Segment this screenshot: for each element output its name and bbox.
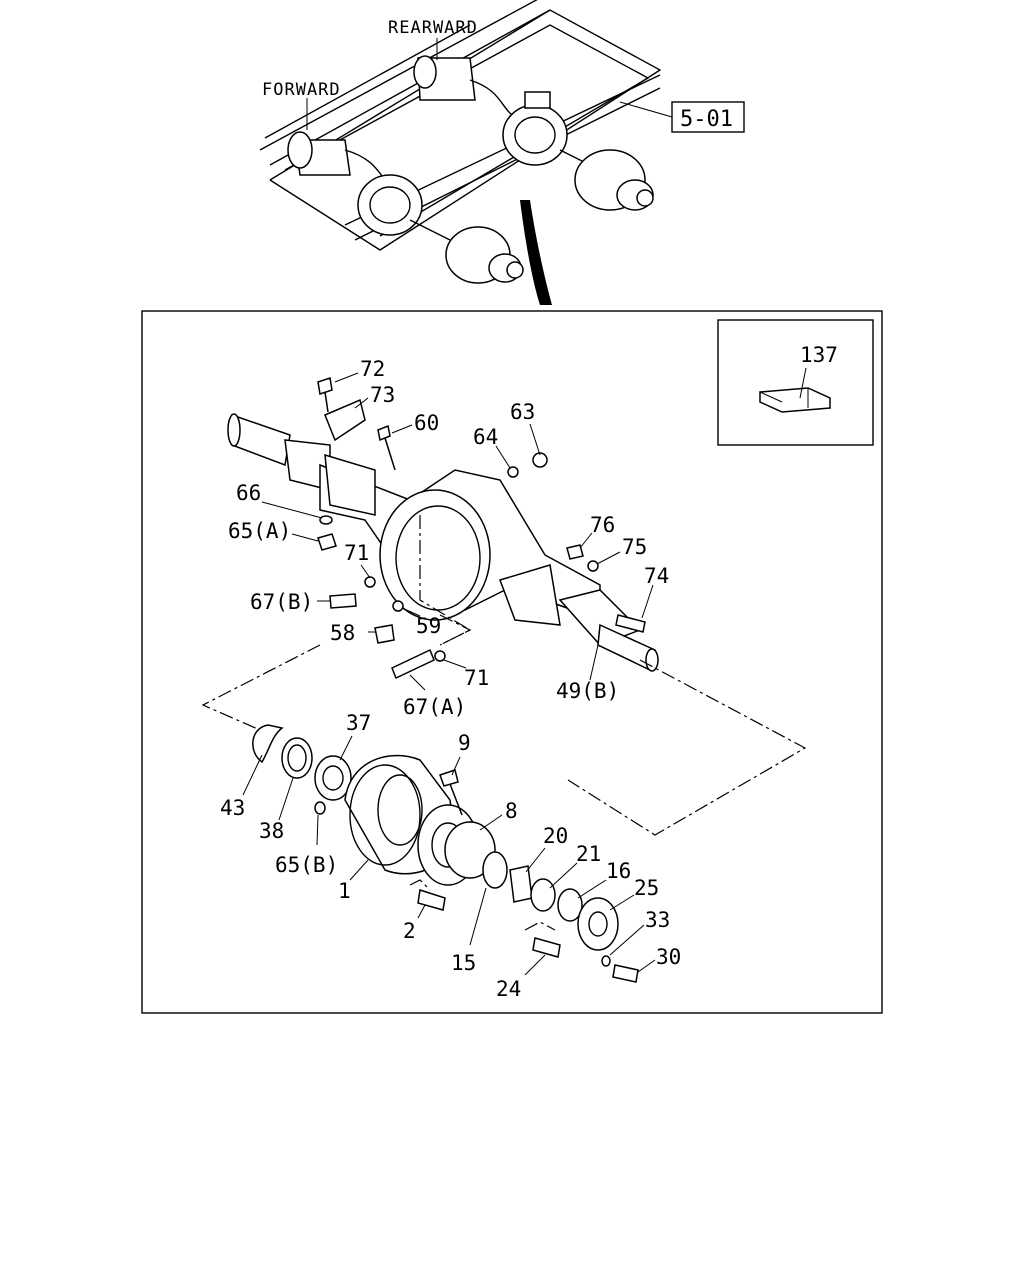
inset-part-number: 137	[800, 343, 838, 367]
bracket-part	[759, 387, 831, 413]
callout-73: 73	[370, 383, 395, 407]
axle-housing	[227, 413, 659, 672]
clip-75	[587, 560, 599, 572]
washer-66	[319, 515, 333, 525]
assembly-line-mid	[439, 614, 472, 646]
callout-72: 72	[360, 357, 385, 381]
snap-ring-43	[252, 724, 284, 764]
callout-71a: 71	[344, 541, 369, 565]
callout-24: 24	[496, 977, 521, 1001]
detail-frame	[141, 310, 883, 1014]
stud-9	[439, 769, 463, 816]
callout-1: 1	[338, 879, 351, 903]
callout-63: 63	[510, 400, 535, 424]
bolt-72	[317, 377, 333, 413]
cap-25	[577, 897, 619, 951]
plug-58	[374, 624, 395, 644]
callout-37: 37	[346, 711, 371, 735]
bearing-37	[314, 755, 352, 801]
detail-pointer	[520, 200, 552, 305]
bolt-67a	[391, 648, 435, 680]
callout-9: 9	[458, 731, 471, 755]
assembly-line-right	[567, 659, 807, 836]
callout-60: 60	[414, 411, 439, 435]
callout-30: 30	[656, 945, 681, 969]
washer-71a	[364, 576, 376, 588]
bolt-24	[532, 937, 561, 958]
bolt-30	[612, 964, 639, 983]
callout-65a: 65(A)	[228, 519, 291, 543]
bolt-74	[615, 614, 646, 633]
callout-58: 58	[330, 621, 355, 645]
washer-64	[507, 466, 519, 478]
callouts: 72 73 60 63 64 66 65(A) 71 76 75 74 67(B…	[220, 357, 681, 1001]
bracket-73	[324, 398, 366, 442]
callout-74: 74	[644, 564, 669, 588]
forward-axle	[287, 131, 524, 284]
callout-43: 43	[220, 796, 245, 820]
bearing-21	[530, 878, 556, 912]
reference-box	[671, 101, 745, 133]
nut-63	[532, 452, 548, 468]
callout-33: 33	[645, 908, 670, 932]
callout-15: 15	[451, 951, 476, 975]
seal-38	[281, 737, 313, 779]
nut-65a	[317, 533, 337, 551]
callout-67a: 67(A)	[403, 695, 466, 719]
callout-25: 25	[634, 876, 659, 900]
callout-8: 8	[505, 799, 518, 823]
callout-71b: 71	[464, 666, 489, 690]
washer-33	[601, 955, 611, 967]
callout-67b: 67(B)	[250, 590, 313, 614]
bolt-67b	[329, 593, 357, 609]
bolt-2	[417, 889, 446, 911]
callout-20: 20	[543, 824, 568, 848]
oring-59	[392, 600, 404, 612]
gasket-16	[557, 888, 583, 922]
callout-49b: 49(B)	[556, 679, 619, 703]
callout-59: 59	[416, 614, 441, 638]
hub-assembly	[252, 724, 639, 983]
nut-76	[566, 544, 584, 560]
rearward-label: REARWARD	[388, 18, 478, 38]
washer-65b	[314, 801, 326, 815]
callout-65b: 65(B)	[275, 853, 338, 877]
forward-label: FORWARD	[262, 80, 341, 100]
assembly-line-left	[201, 644, 321, 731]
callout-75: 75	[622, 535, 647, 559]
reference-code: 5-01	[680, 107, 733, 132]
rearward-axle	[413, 55, 654, 211]
chassis-overview: REARWARD FORWARD 5-01	[259, 0, 745, 305]
bearing-15	[482, 851, 508, 889]
callout-64: 64	[473, 425, 498, 449]
bolt-60	[377, 424, 396, 471]
callout-2: 2	[403, 919, 416, 943]
callout-21: 21	[576, 842, 601, 866]
callout-16: 16	[606, 859, 631, 883]
inset-box: 137	[717, 319, 874, 446]
plate-20	[509, 865, 533, 903]
callout-38: 38	[259, 819, 284, 843]
callout-76: 76	[590, 513, 615, 537]
washer-71b	[434, 650, 446, 662]
callout-66: 66	[236, 481, 261, 505]
leader-lines	[242, 372, 656, 976]
housing-hardware	[317, 377, 646, 680]
